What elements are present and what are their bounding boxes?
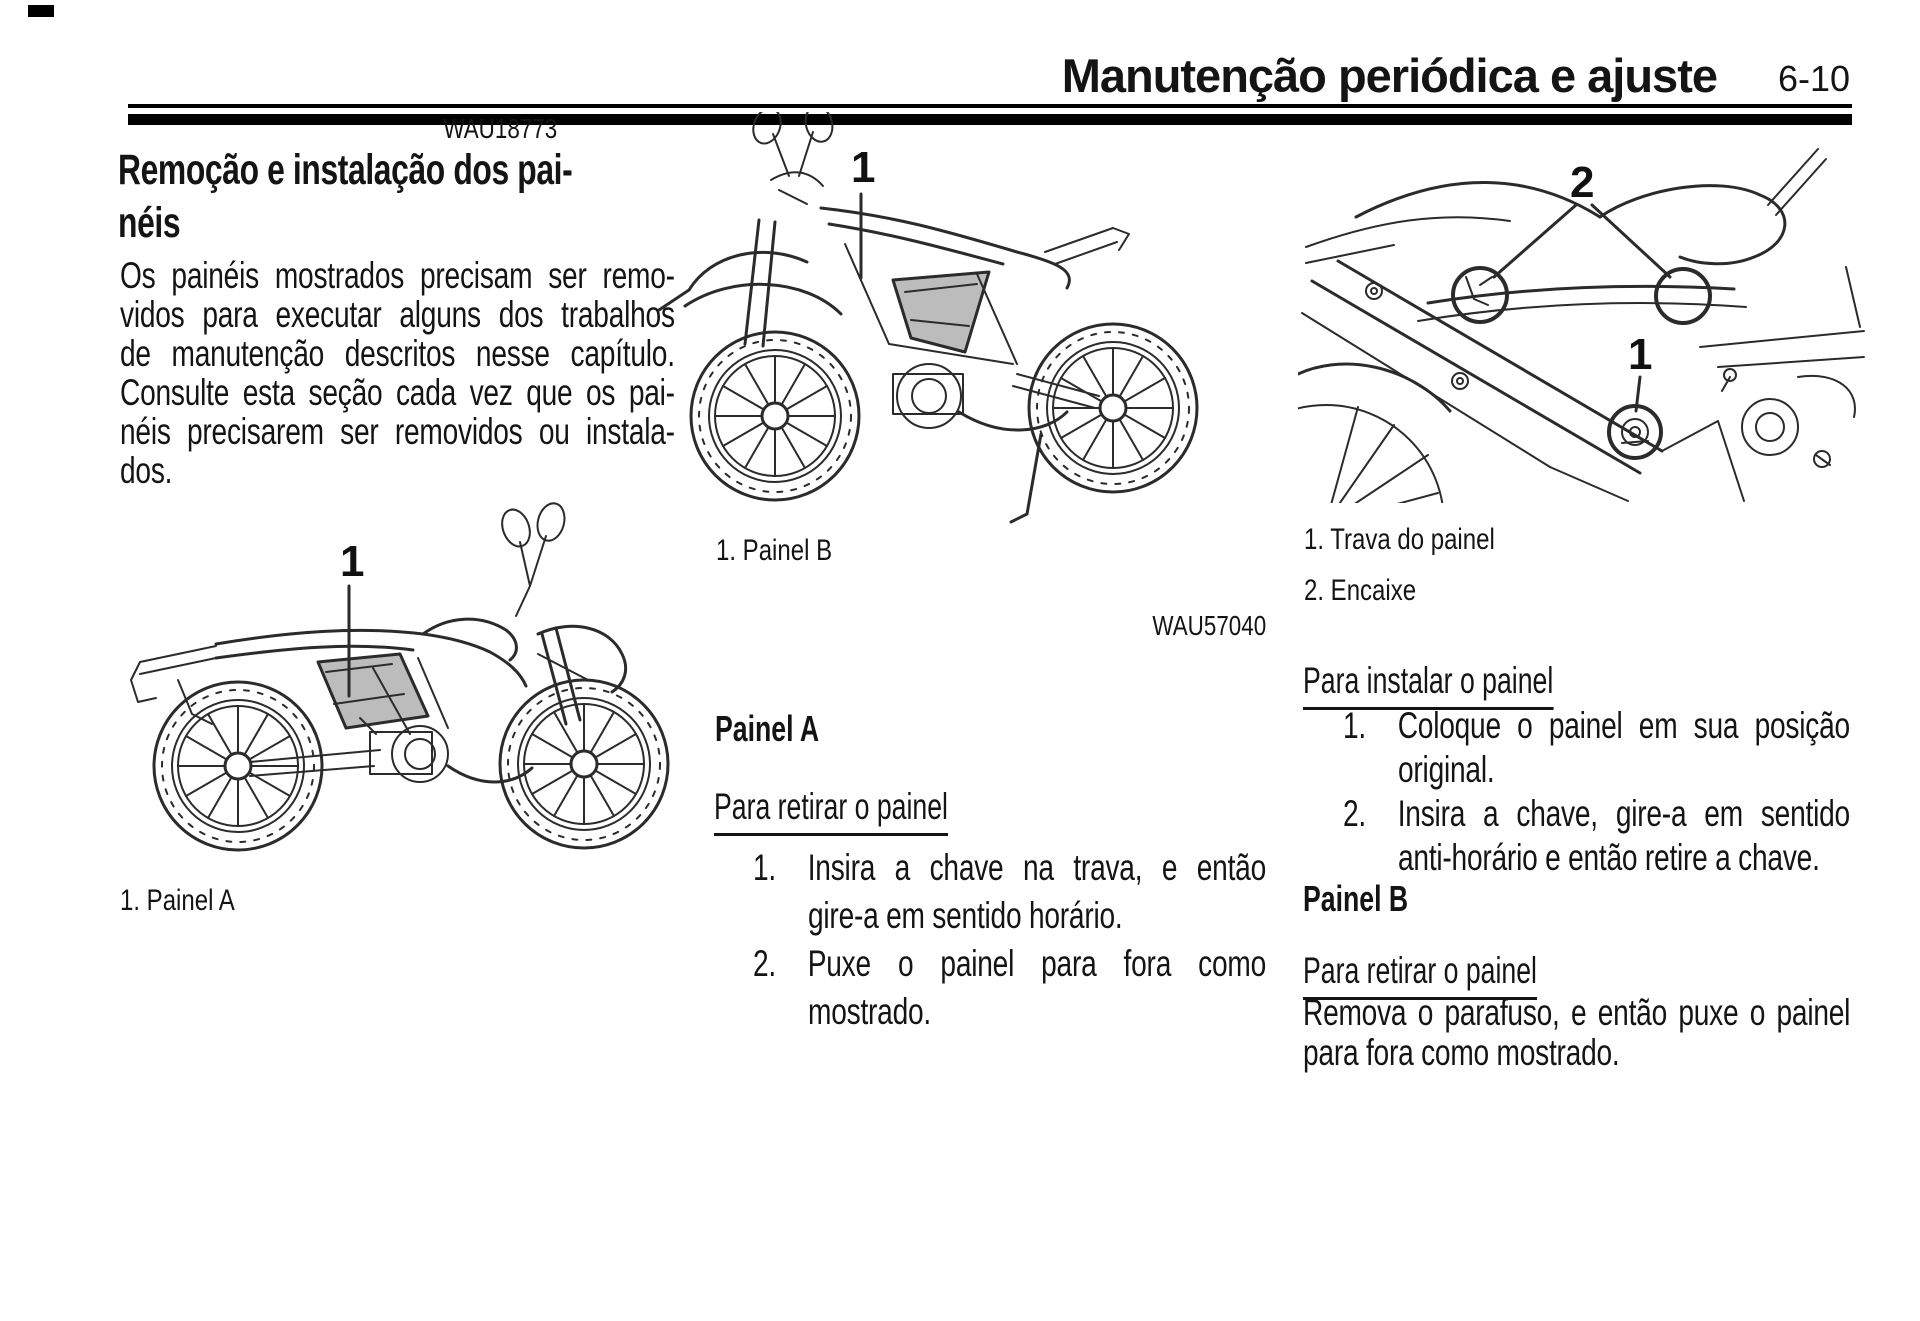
header-rule-thick xyxy=(128,114,1852,125)
procedure-title-text: Para retirar o painel xyxy=(1303,950,1537,1000)
closeup-drawing-panel-lock: 2 1 xyxy=(1298,148,1865,503)
step-text-continued: anti-horário e então retire a chave. xyxy=(1398,837,1820,878)
motorcycle-drawing-panel-a: 1 xyxy=(130,502,670,852)
figure-a-caption: 1. Painel A xyxy=(120,884,235,917)
step-row: 1. Insira a chave na trava, e então xyxy=(753,848,1266,888)
step-row: 2. Insira a chave, gire-a em sentido xyxy=(1343,794,1850,834)
procedure-title-remove-a: Para retirar o painel xyxy=(714,786,948,836)
figure-a-label-1: 1 xyxy=(340,537,364,586)
procedure-title-text: Para retirar o painel xyxy=(714,786,948,836)
remove-b-paragraph-line: Remova o parafuso, e então puxe o painel xyxy=(1303,992,1851,1033)
intro-paragraph-line: Consulte esta seção cada vez que os pai- xyxy=(120,372,675,413)
procedure-title-remove-b: Para retirar o painel xyxy=(1303,950,1537,1000)
section-heading-line1: Remoção e instalação dos pai- xyxy=(118,146,573,194)
procedure-title-text: Para instalar o painel xyxy=(1303,660,1554,710)
header-rule-thin xyxy=(128,104,1852,108)
subheading-painel-b: Painel B xyxy=(1303,878,1409,919)
section-heading-line2: néis xyxy=(118,199,181,247)
step-row: 2. Puxe o painel para fora como xyxy=(753,944,1266,984)
page-number: 6-10 xyxy=(1777,58,1850,99)
figure-b-caption: 1. Painel B xyxy=(716,534,833,567)
figure-c-caption-2: 2. Encaixe xyxy=(1304,574,1417,607)
figure-c-label-1: 1 xyxy=(1628,330,1652,379)
intro-paragraph-line: vidos para executar alguns dos trabalhos xyxy=(120,294,675,335)
remove-b-paragraph-line: para fora como mostrado. xyxy=(1303,1032,1620,1073)
motorcycle-drawing-panel-b: 1 xyxy=(657,112,1199,524)
intro-paragraph-line: de manutenção descritos nesse capítulo. xyxy=(120,333,675,374)
step-number: 1. xyxy=(753,847,777,888)
step-number: 2. xyxy=(753,943,777,984)
step-text: Insira a chave, gire-a em sentido xyxy=(1397,793,1850,834)
figure-c-label-2: 2 xyxy=(1570,158,1594,207)
step-text: Coloque o painel em sua posição xyxy=(1397,705,1850,746)
figure-c-caption-1: 1. Trava do painel xyxy=(1304,523,1495,556)
intro-paragraph-line: Os painéis mostrados precisam ser remo- xyxy=(120,255,675,296)
step-row: 1. Coloque o painel em sua posição xyxy=(1343,706,1850,746)
step-text: Puxe o painel para fora como xyxy=(807,943,1267,984)
figure-panel-b-illustration: 1 xyxy=(593,112,1251,530)
figure-panel-lock-illustration: 2 1 xyxy=(1298,125,1886,503)
figure-b-label-1: 1 xyxy=(851,143,875,192)
intro-paragraph-line: dos. xyxy=(120,450,173,491)
subheading-painel-a: Painel A xyxy=(715,708,820,749)
step-number: 1. xyxy=(1343,705,1367,746)
section-code-wau57040: WAU57040 xyxy=(1152,610,1266,641)
step-text-continued: mostrado. xyxy=(808,991,931,1032)
intro-paragraph-line: néis precisarem ser removidos ou instala… xyxy=(120,411,675,452)
step-text-continued: gire-a em sentido horário. xyxy=(808,895,1123,936)
procedure-title-install: Para instalar o painel xyxy=(1303,660,1554,710)
step-number: 2. xyxy=(1343,793,1367,834)
step-text-continued: original. xyxy=(1398,749,1495,790)
chapter-title: Manutenção periódica e ajuste xyxy=(1061,49,1718,102)
figure-panel-a-illustration: 1 xyxy=(118,466,686,874)
section-code-wau18773: WAU18773 xyxy=(443,113,557,144)
print-registration-mark xyxy=(28,5,54,17)
step-text: Insira a chave na trava, e então xyxy=(807,847,1267,888)
